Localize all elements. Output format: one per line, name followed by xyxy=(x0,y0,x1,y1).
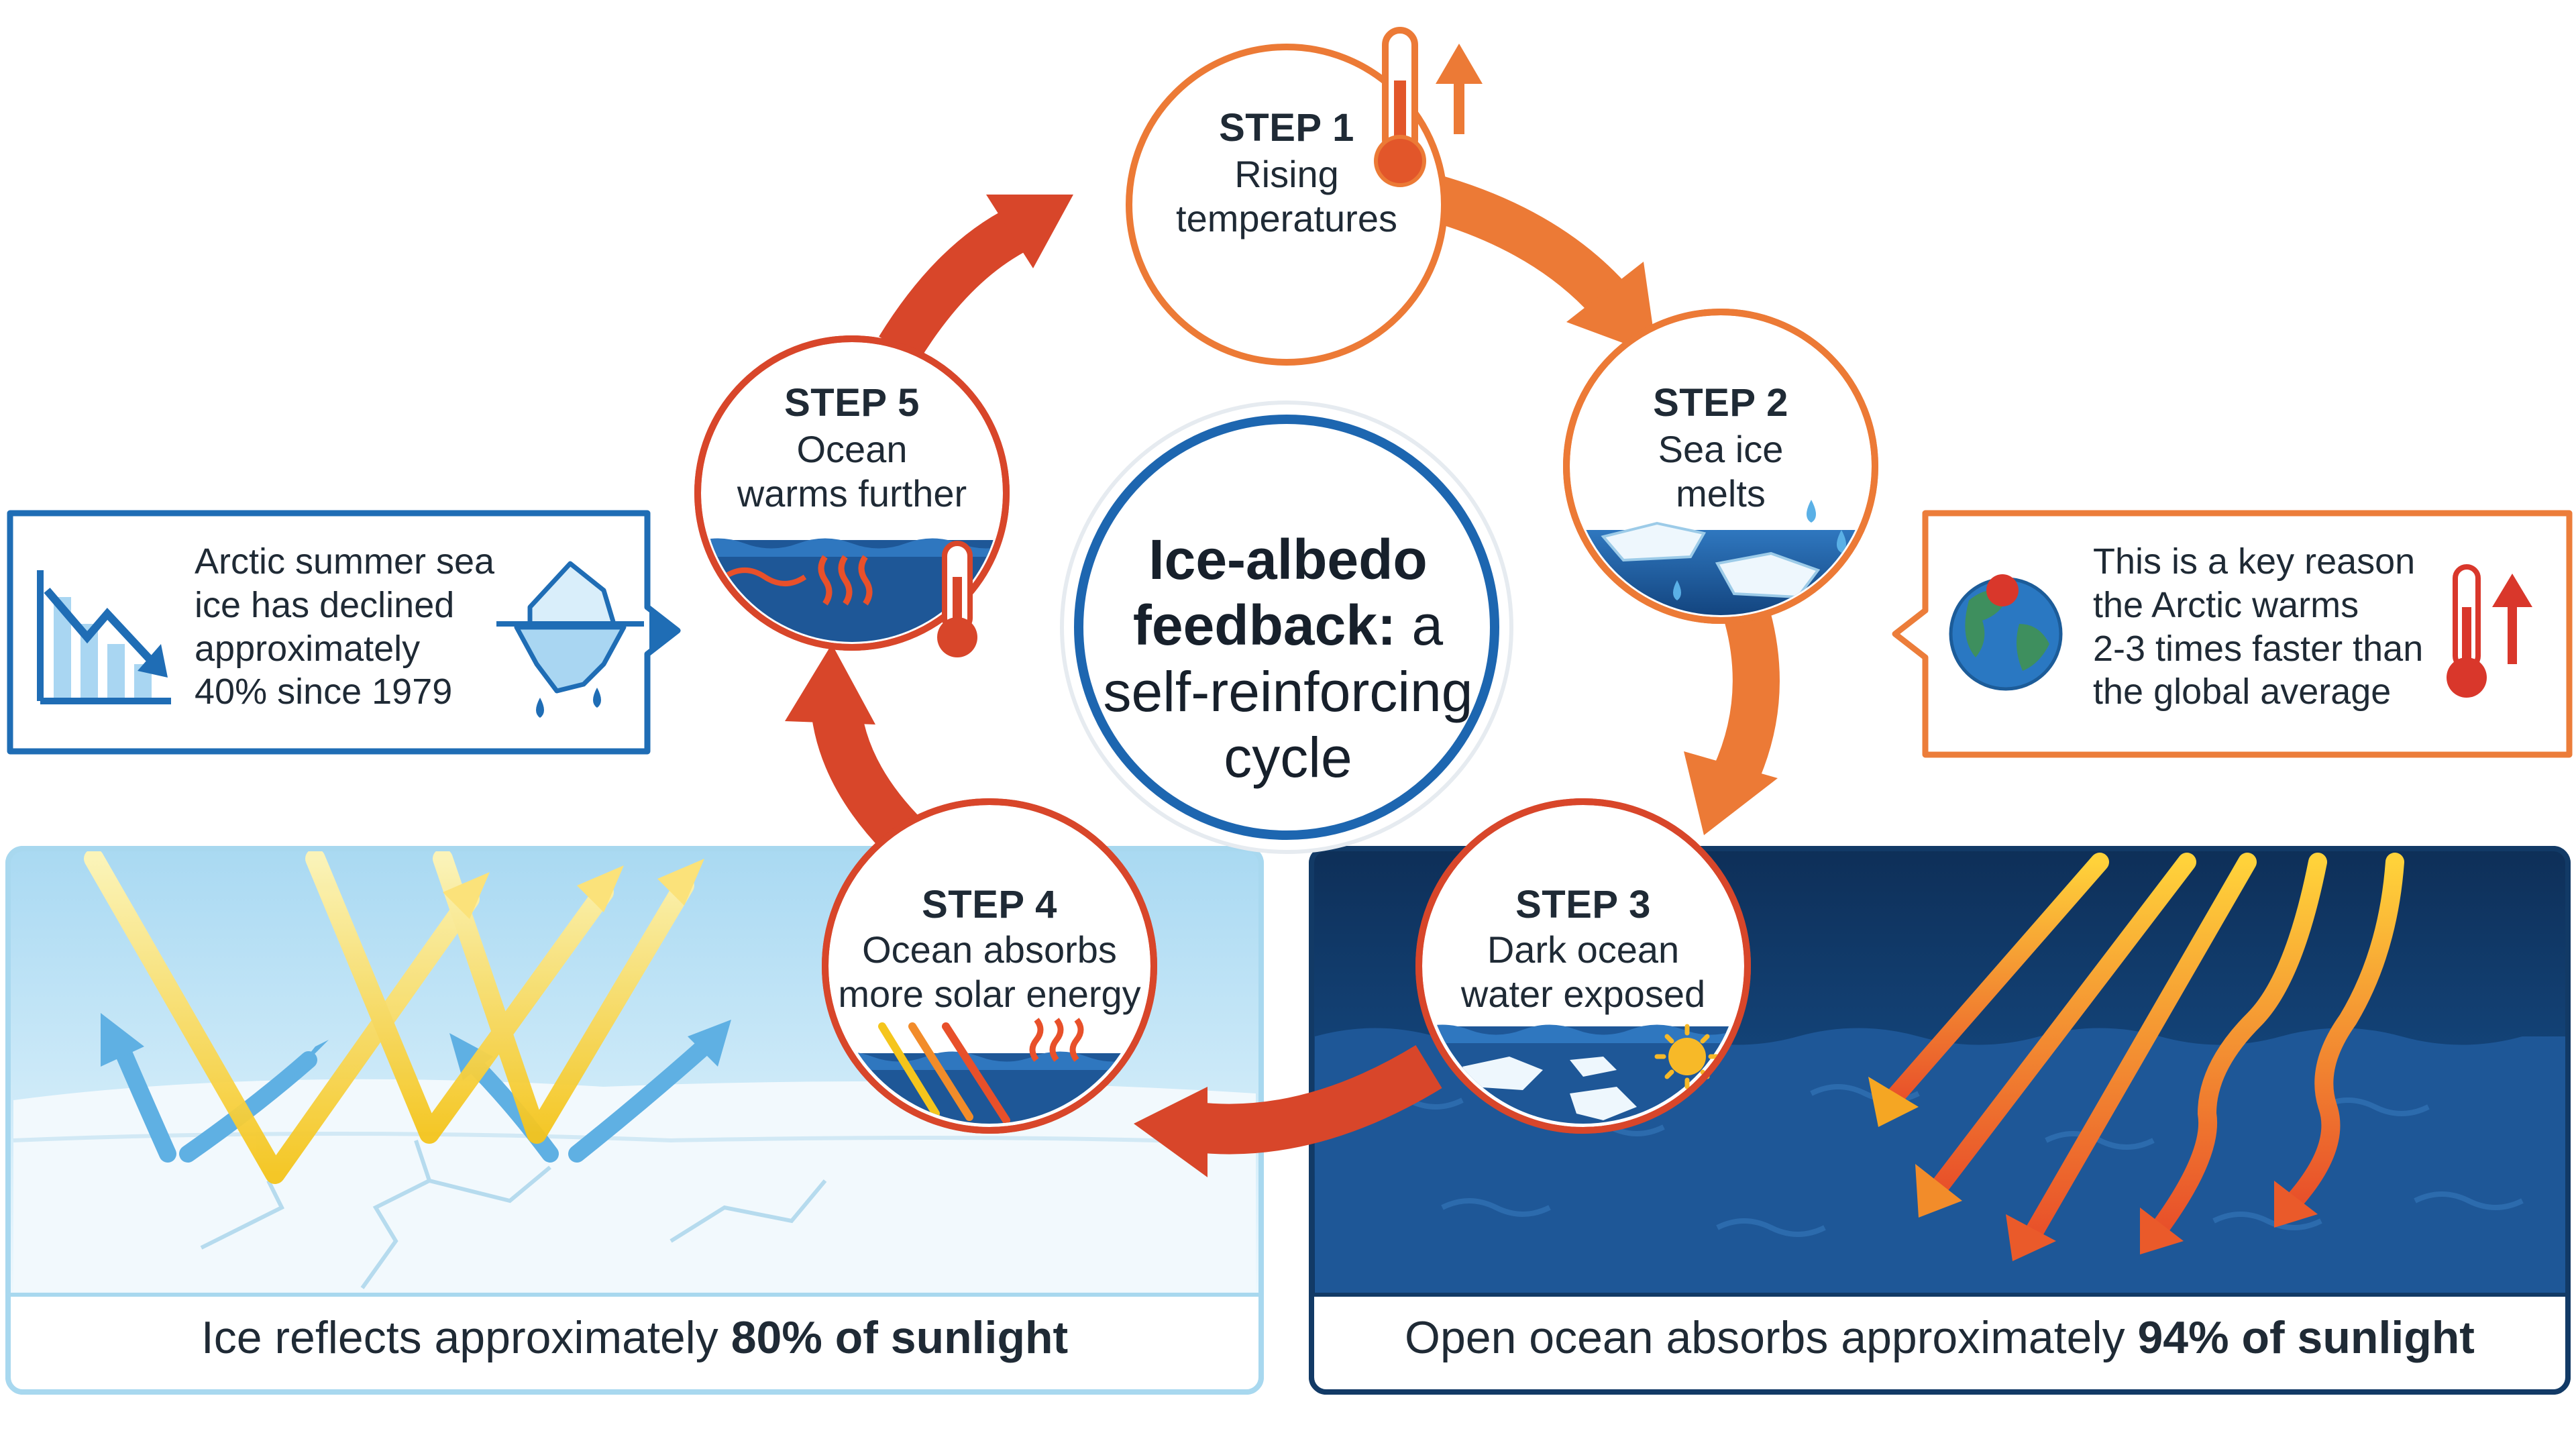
callout-arctic-warming xyxy=(1892,510,2573,758)
center-title-rest-1: a xyxy=(1411,594,1444,657)
thermometer-up-icon xyxy=(1374,27,1483,187)
left-callout-text: Arctic summer sea ice has declined appro… xyxy=(195,540,517,714)
step5-label: STEP 5 xyxy=(784,381,920,425)
ocean-panel-caption: Open ocean absorbs approximately 94% of … xyxy=(1311,1311,2568,1364)
step5-node xyxy=(694,335,1010,657)
step3-text-line2: water exposed xyxy=(1460,973,1706,1015)
left-callout-line: Arctic summer sea xyxy=(195,541,495,582)
sun-icon xyxy=(1654,1024,1720,1089)
step5-text-line2: warms further xyxy=(737,472,967,515)
step2-text-line2: melts xyxy=(1676,472,1766,515)
ocean-caption-plain: Open ocean absorbs approximately xyxy=(1405,1312,2125,1363)
right-callout-text: This is a key reason the Arctic warms 2-… xyxy=(2093,540,2449,714)
step1-text-line2: temperatures xyxy=(1176,197,1397,239)
declining-chart-icon xyxy=(37,570,171,704)
cycle-arrows xyxy=(785,172,1780,1177)
step2-label: STEP 2 xyxy=(1653,381,1788,425)
ocean-caption-bold: 94% of sunlight xyxy=(2137,1312,2475,1363)
center-title-rest-2: self-reinforcing xyxy=(1103,659,1473,723)
thermometer-icon xyxy=(937,541,977,657)
left-callout-line: ice has declined xyxy=(195,584,455,625)
right-callout-line: 2-3 times faster than xyxy=(2093,628,2424,669)
step4-node xyxy=(822,798,1157,1134)
thermometer-up-icon xyxy=(2447,564,2532,698)
step1-text-line1: Rising xyxy=(1234,153,1339,195)
arrow-step2-to-step3 xyxy=(1709,610,1780,796)
arrow-step3-to-step4 xyxy=(1191,1044,1442,1155)
step4-label: STEP 4 xyxy=(922,883,1057,926)
left-callout-line: 40% since 1979 xyxy=(195,672,453,712)
ice-caption-plain: Ice reflects approximately xyxy=(201,1312,718,1363)
melting-ice-icon xyxy=(1572,500,1870,615)
center-title-bold: Ice-albedo feedback: xyxy=(1132,528,1428,657)
step3-label: STEP 3 xyxy=(1515,883,1651,926)
step4-text-line1: Ocean absorbs xyxy=(862,928,1117,971)
incoming-sunlight-rays xyxy=(1882,853,2404,1244)
step5-text-line1: Ocean xyxy=(796,428,908,470)
right-callout-line: This is a key reason xyxy=(2093,541,2416,582)
center-title: Ice-albedo feedback: a self-reinforcing … xyxy=(1060,527,1516,790)
step3-text-line1: Dark ocean xyxy=(1487,928,1680,971)
arrow-step1-to-step2 xyxy=(1416,172,1635,324)
center-circle xyxy=(1060,400,1513,854)
step1-label: STEP 1 xyxy=(1219,106,1354,150)
step2-text-line1: Sea ice xyxy=(1658,428,1784,470)
center-title-rest-3: cycle xyxy=(1224,725,1352,789)
right-callout-line: the Arctic warms xyxy=(2093,584,2359,625)
melting-iceberg-icon xyxy=(496,561,644,718)
step2-node xyxy=(1563,309,1878,624)
globe-icon xyxy=(1949,574,2063,691)
step1-node xyxy=(1126,27,1483,366)
sunlight-rays-reflected xyxy=(84,849,694,1184)
callout-sea-ice-decline xyxy=(7,510,681,755)
arrow-step5-to-step1 xyxy=(879,207,1031,362)
ice-caption-bold: 80% of sunlight xyxy=(731,1312,1069,1363)
right-callout-line: the global average xyxy=(2093,672,2392,712)
ice-panel-caption: Ice reflects approximately 80% of sunlig… xyxy=(8,1311,1261,1364)
step4-text-line2: more solar energy xyxy=(838,973,1141,1015)
left-callout-line: approximately xyxy=(195,628,421,669)
